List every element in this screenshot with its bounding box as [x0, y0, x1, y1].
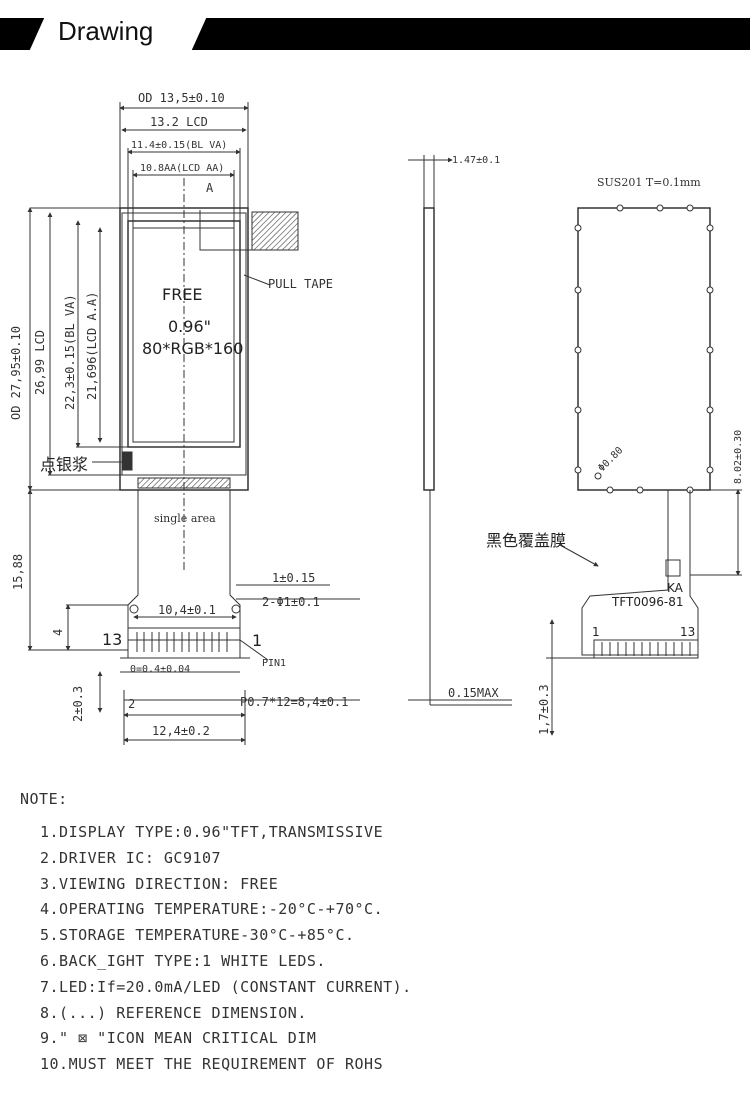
pitch-label: P0.7*12=8,4±0.1 [240, 695, 348, 709]
note-item: 10.MUST MEET THE REQUIREMENT OF ROHS [40, 1055, 384, 1074]
part-number-label: TFT0096-81 [611, 595, 684, 609]
pin13-label: 13 [102, 630, 122, 649]
notes-list: 1.DISPLAY TYPE:0.96"TFT,TRANSMISSIVE 2.D… [20, 820, 412, 1078]
screen-line2: 0.96" [168, 317, 211, 336]
finger-dim-label: 0=0.4±0.04 [130, 664, 190, 675]
steel-plate [577, 207, 711, 491]
front-view-labels: OD 13,5±0.10 13.2 LCD 11.4±0.15(BL VA) 1… [9, 91, 348, 738]
note-item: 6.BACK_IGHT TYPE:1 WHITE LEDS. [40, 951, 326, 970]
note-item: 5.STORAGE TEMPERATURE-30°C-+85°C. [40, 926, 355, 945]
pull-tape-label: PULL TAPE [268, 277, 333, 291]
bl-va-width-label: 11.4±0.15(BL VA) [131, 140, 227, 151]
note-item: 2.DRIVER IC: GC9107 [40, 848, 222, 867]
back-view [546, 204, 742, 736]
cover-film-label: 黑色覆盖膜 [486, 531, 566, 550]
end-height-label: 2±0.3 [71, 686, 85, 722]
tail-length-label: 15,88 [11, 554, 25, 590]
hole-spacing-label: 10,4±0.1 [158, 603, 216, 617]
od-width-label: OD 13,5±0.10 [138, 91, 225, 105]
back-pin13-label: 13 [680, 625, 695, 639]
note-item: 7.LED:If=20.0mA/LED (CONSTANT CURRENT). [40, 977, 412, 996]
fpc-fingers [127, 627, 241, 659]
pull-tape [251, 211, 299, 251]
back-view-labels: SUS201 T=0.1mm Φ0.80 8.02±0.30 黑色覆盖膜 KA … [486, 176, 744, 735]
note-item: 9." ⊠ "ICON MEAN CRITICAL DIM [40, 1029, 317, 1048]
mount-hole-right [231, 604, 241, 614]
hole-dia-label: 1±0.15 [272, 571, 315, 585]
section-a-label: A [206, 181, 214, 195]
od-height-label: OD 27,95±0.10 [9, 326, 23, 420]
bl-va-height-label: 22,3±0.15(BL VA) [63, 294, 77, 410]
hole-offset-label: 8.02±0.30 [733, 430, 744, 484]
silver-paste-label: 点银浆 [40, 455, 88, 474]
back-pin1-label: 1 [592, 625, 600, 639]
pin1-label: 1 [252, 631, 262, 650]
lcd-aa-height-label: 21,696(LCD A.A) [85, 292, 99, 400]
tab-height-label: 4 [51, 629, 65, 636]
pin1-marker-label: PIN1 [262, 658, 286, 669]
side-view-labels: 1.47±0.1 0.15MAX [448, 155, 500, 700]
note-item: 3.VIEWING DIRECTION: FREE [40, 874, 279, 893]
note-item: 8.(...) REFERENCE DIMENSION. [40, 1003, 307, 1022]
lcd-aa-width-label: 10.8AA(LCD AA) [140, 163, 224, 174]
screen-line1: FREE [162, 285, 203, 304]
technical-drawing: OD 13,5±0.10 13.2 LCD 11.4±0.15(BL VA) 1… [9, 91, 744, 745]
thickness-label: 1.47±0.1 [452, 155, 500, 166]
lcd-height-label: 26,99 LCD [33, 330, 47, 395]
lcd-width-label: 13.2 LCD [150, 115, 208, 129]
front-view [27, 102, 360, 745]
header-tab [28, 14, 208, 54]
note-item: 4.OPERATING TEMPERATURE:-20°C-+70°C. [40, 900, 384, 919]
end-width-label: 2 [128, 697, 135, 711]
mount-hole-left [129, 604, 139, 614]
fpc-thickness-label: 0.15MAX [448, 686, 499, 700]
side-module [423, 207, 435, 491]
single-area-label: single area [154, 512, 216, 525]
bottom-height-label: 1,7±0.3 [537, 684, 551, 735]
plate-label: SUS201 T=0.1mm [597, 176, 701, 189]
ka-label: KA [667, 581, 684, 595]
screen-line3: 80*RGB*160 [142, 339, 243, 358]
notes-section: NOTE: 1.DISPLAY TYPE:0.96"TFT,TRANSMISSI… [20, 790, 412, 1078]
page-title: Drawing [58, 16, 154, 46]
side-view [408, 155, 512, 706]
note-item: 1.DISPLAY TYPE:0.96"TFT,TRANSMISSIVE [40, 823, 384, 841]
hole-pitch-label: 2-Φ1±0.1 [262, 595, 320, 609]
back-fpc-tail [581, 490, 699, 656]
fpc-tail [127, 490, 241, 641]
fpc-width-label: 12,4±0.2 [152, 724, 210, 738]
back-fpc-fingers [593, 639, 699, 659]
notes-title: NOTE: [20, 790, 68, 808]
hole-dia-label-back: Φ0.80 [596, 445, 625, 474]
